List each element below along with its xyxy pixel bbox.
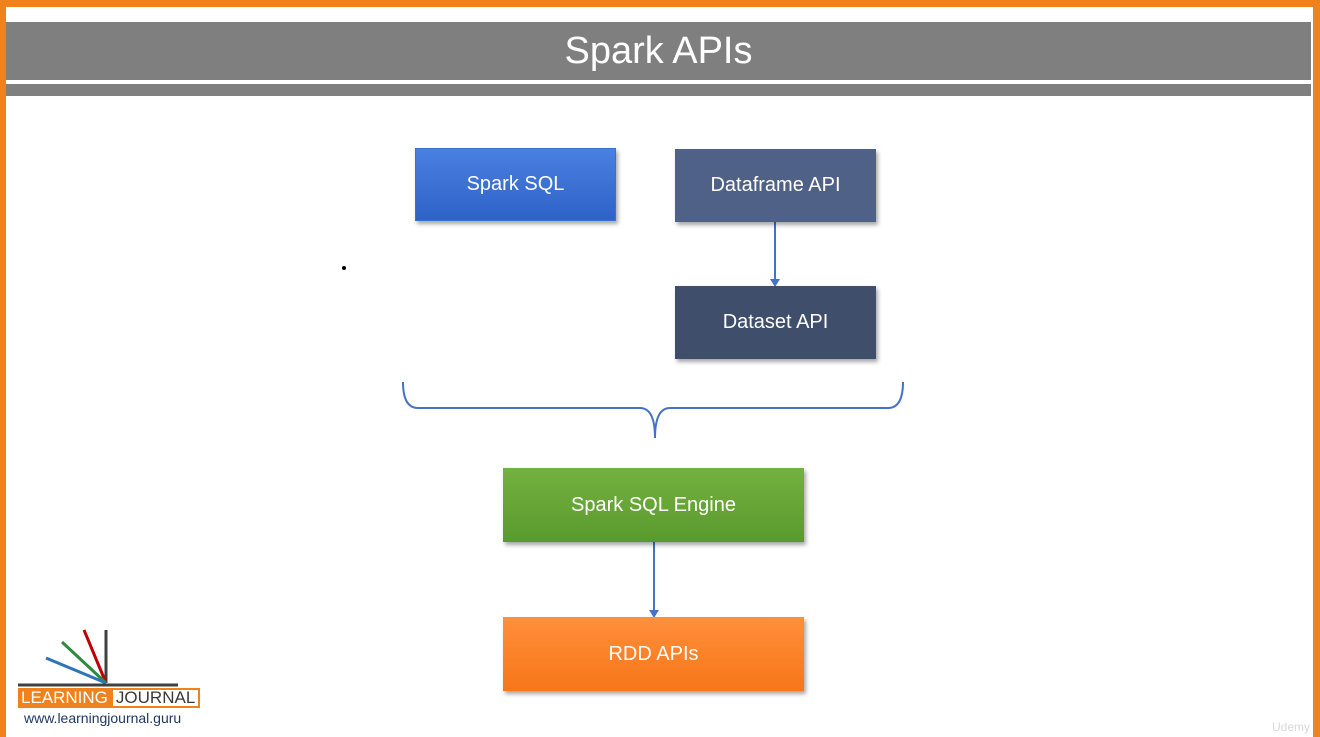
arrowhead-rdd xyxy=(649,610,659,618)
node-rdd-apis: RDD APIs xyxy=(503,617,804,691)
logo-word-learning: LEARNING xyxy=(18,688,111,708)
logo-word-journal: JOURNAL xyxy=(110,688,201,708)
logo-wordmark: LEARNING JOURNAL xyxy=(18,688,201,708)
node-spark-sql-engine-label: Spark SQL Engine xyxy=(571,493,736,516)
node-dataset-api-label: Dataset API xyxy=(722,311,829,333)
title-bar: Spark APIs xyxy=(6,22,1311,80)
node-dataframe-api-label: Dataframe API xyxy=(710,174,841,196)
node-dataset-api: Dataset API xyxy=(675,286,876,359)
node-dataframe-api: Dataframe API xyxy=(675,149,876,222)
udemy-watermark: Udemy xyxy=(1271,720,1310,734)
node-spark-sql-engine: Spark SQL Engine xyxy=(503,468,804,542)
stray-dot xyxy=(342,266,346,270)
slide-title: Spark APIs xyxy=(564,29,753,72)
grouping-brace xyxy=(402,381,904,439)
node-rdd-apis-label: RDD APIs xyxy=(608,642,699,665)
node-spark-sql: Spark SQL xyxy=(415,148,616,221)
title-underline xyxy=(6,84,1311,96)
arrowhead-dataset xyxy=(770,279,780,287)
node-spark-sql-label: Spark SQL xyxy=(466,173,565,195)
learning-journal-logo-icon xyxy=(18,629,178,687)
logo-url: www.learningjournal.guru xyxy=(24,710,182,726)
